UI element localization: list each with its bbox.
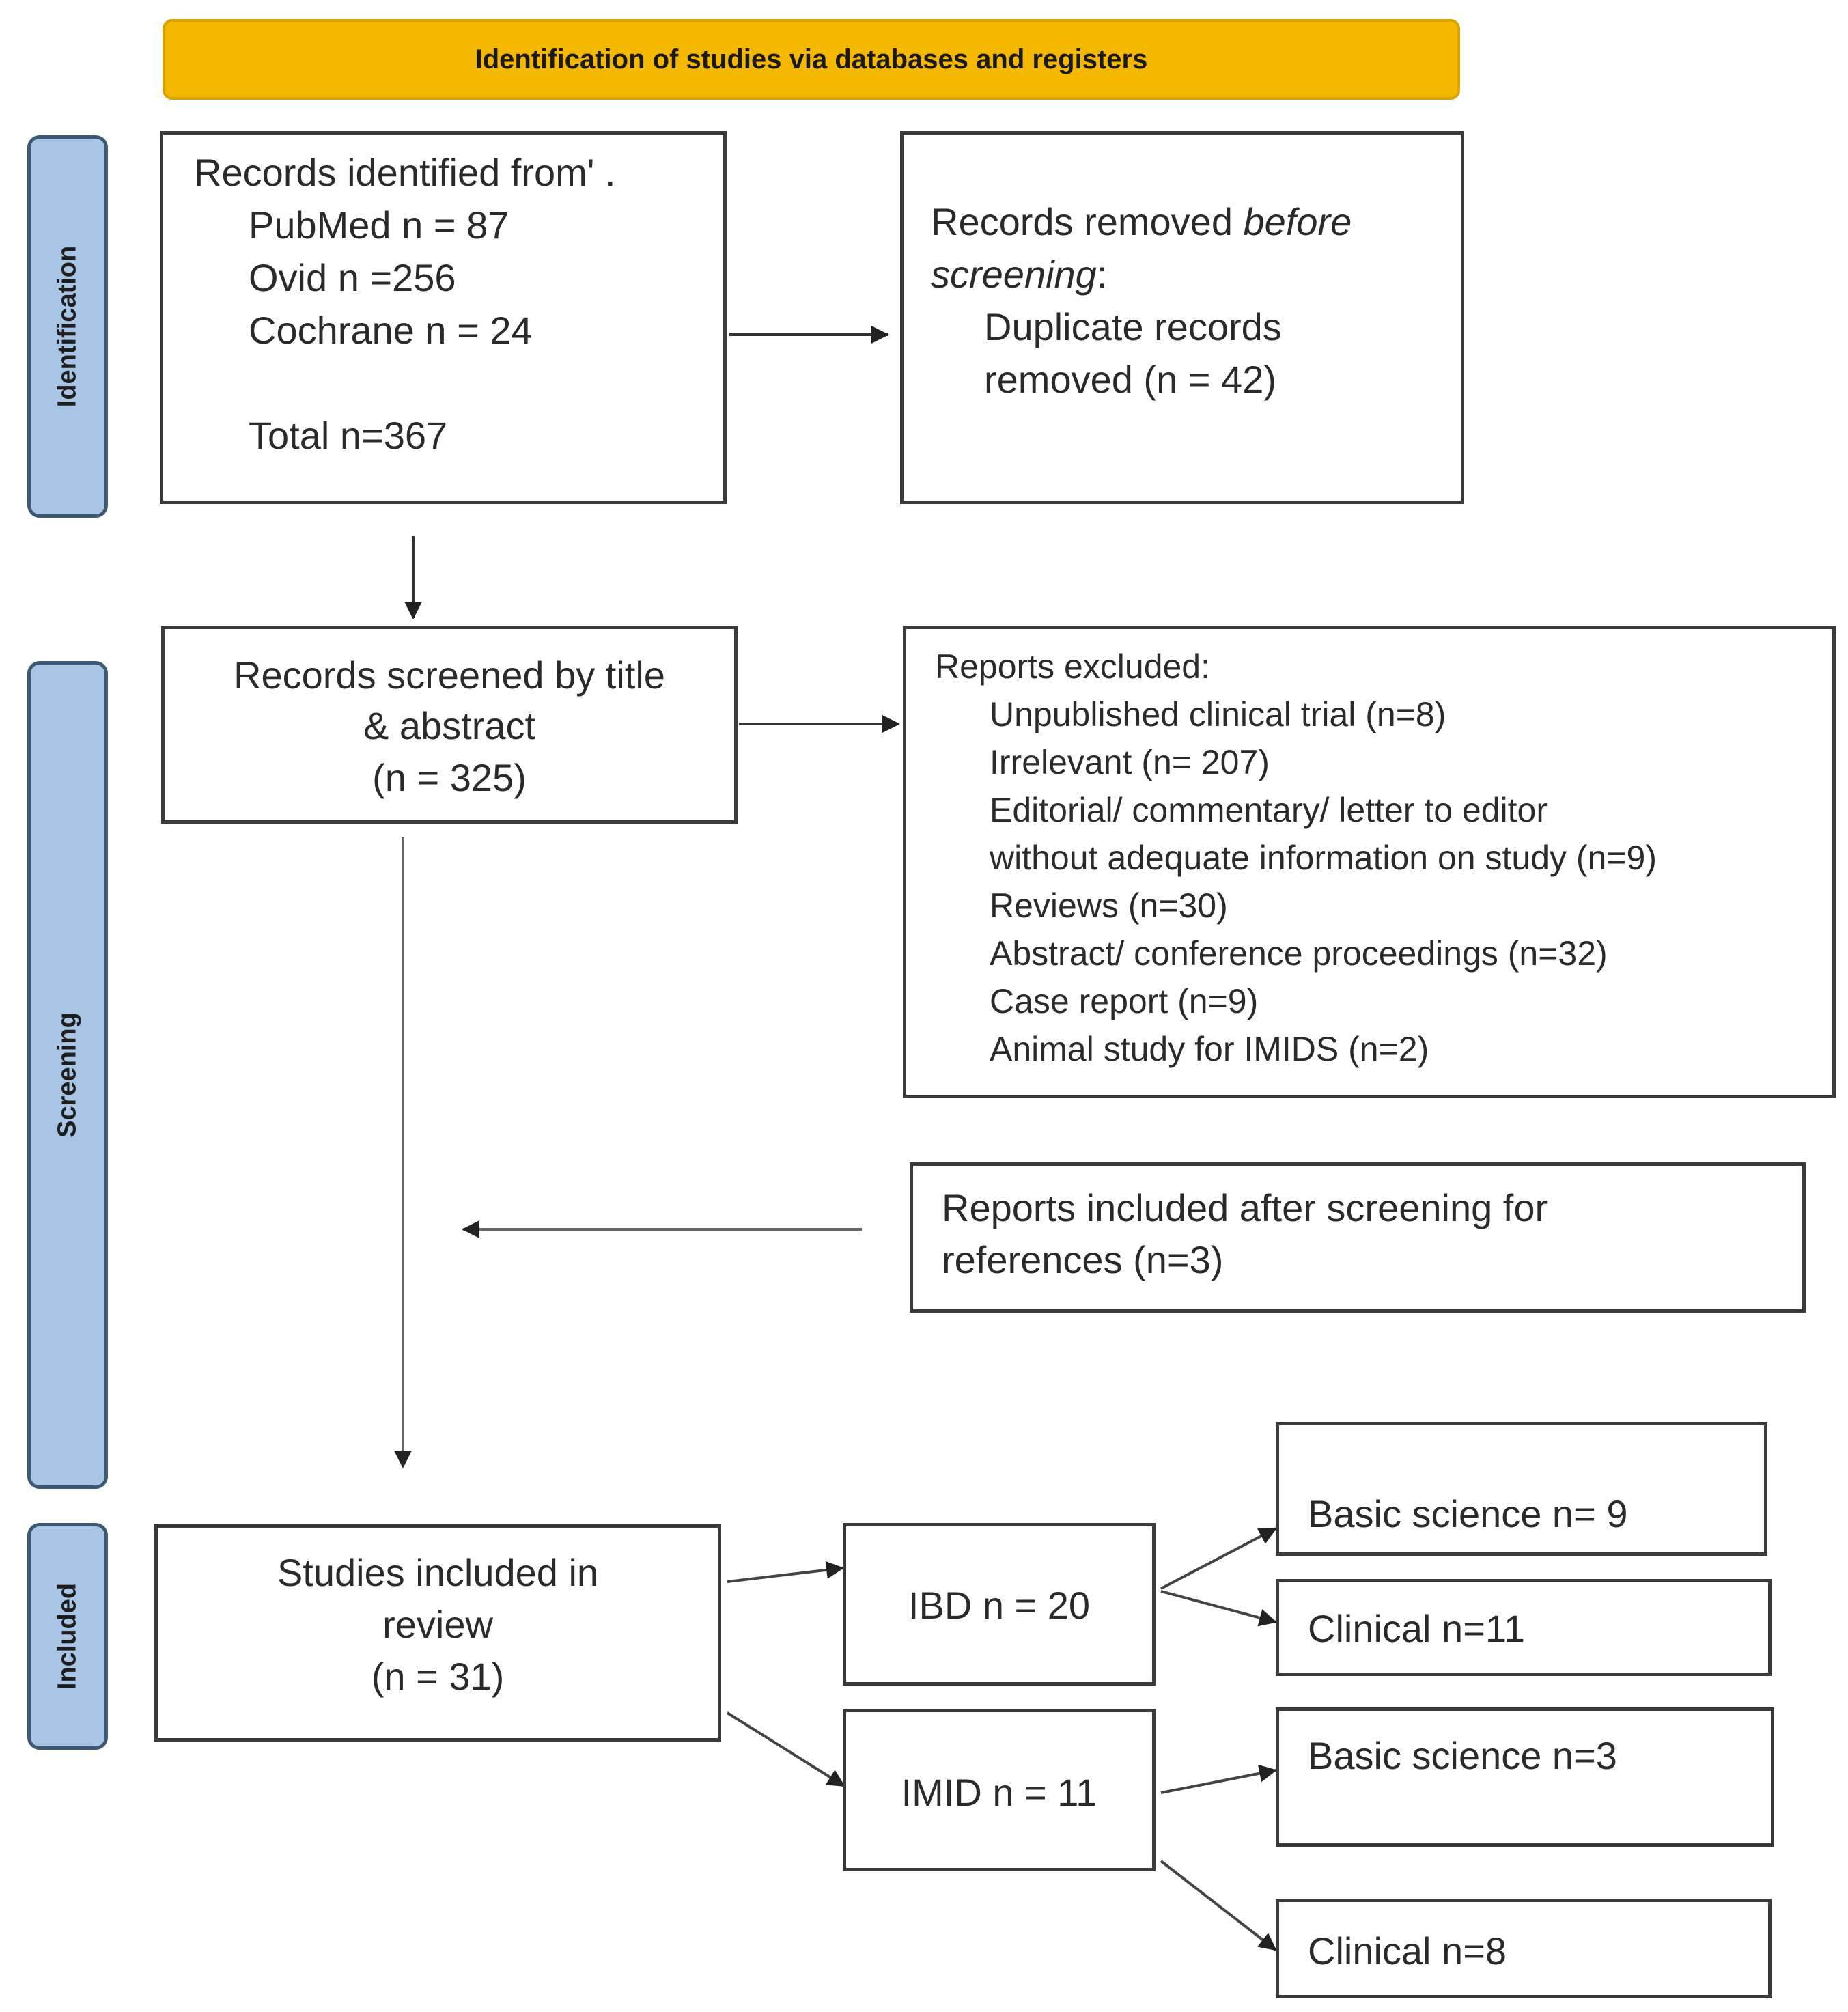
records-screened-count: (n = 325): [372, 756, 527, 799]
ibd-clinical-count: Clinical n=11: [1308, 1607, 1526, 1650]
excluded-item: Unpublished clinical trial (n=8): [990, 695, 1446, 733]
records-ovid: Ovid n =256: [249, 256, 456, 299]
phase-included: Included: [27, 1523, 108, 1750]
phase-included-label: Included: [53, 1582, 82, 1690]
records-total: Total n=367: [249, 414, 448, 457]
excluded-item: Abstract/ conference proceedings (n=32): [990, 934, 1608, 973]
ibd-box: IBD n = 20: [843, 1523, 1156, 1686]
reports-references-line1: Reports included after screening for: [942, 1186, 1548, 1229]
excluded-item: Animal study for IMIDS (n=2): [990, 1030, 1429, 1068]
records-pubmed: PubMed n = 87: [249, 204, 509, 247]
reports-references-box: Reports included after screening for ref…: [910, 1162, 1806, 1313]
excluded-item: Irrelevant (n= 207): [990, 743, 1270, 781]
arrow-ibd-to-clinical: [1160, 1590, 1277, 1627]
records-cochrane: Cochrane n = 24: [249, 309, 533, 352]
records-identified-box: Records identified from' . PubMed n = 87…: [160, 131, 727, 504]
arrow-ibd-to-basic: [1160, 1527, 1277, 1590]
arrow-imid-to-clinical: [1160, 1860, 1277, 1951]
studies-included-line2: review: [382, 1603, 493, 1646]
arrow-imid-to-basic: [1160, 1764, 1277, 1794]
phase-screening: Screening: [27, 661, 108, 1489]
records-identified-title: Records identified from' .: [194, 151, 616, 194]
ibd-basic-science-box: Basic science n= 9: [1276, 1422, 1767, 1556]
phase-identification: Identification: [27, 135, 108, 518]
ibd-clinical-box: Clinical n=11: [1276, 1579, 1772, 1676]
excluded-item: without adequate information on study (n…: [990, 839, 1657, 877]
studies-included-count: (n = 31): [371, 1655, 505, 1698]
studies-included-box: Studies included in review (n = 31): [154, 1524, 721, 1742]
excluded-item: Reviews (n=30): [990, 886, 1228, 925]
duplicate-records-line: Duplicate records: [984, 305, 1282, 348]
imid-basic-science-box: Basic science n=3: [1276, 1707, 1774, 1847]
records-removed-line2: screening:: [931, 253, 1108, 296]
ibd-basic-science-count: Basic science n= 9: [1308, 1492, 1628, 1535]
records-screened-line2: & abstract: [363, 704, 536, 747]
arrow-included-to-ibd: [727, 1561, 844, 1583]
phase-identification-label: Identification: [53, 245, 82, 408]
imid-box: IMID n = 11: [843, 1709, 1156, 1871]
reports-references-line2: references (n=3): [942, 1238, 1224, 1281]
imid-clinical-box: Clinical n=8: [1276, 1899, 1772, 1998]
reports-excluded-box: Reports excluded: Unpublished clinical t…: [903, 626, 1836, 1098]
imid-basic-science-count: Basic science n=3: [1308, 1734, 1617, 1777]
studies-included-line1: Studies included in: [277, 1551, 599, 1594]
arrow-included-to-imid: [726, 1711, 845, 1787]
reports-excluded-title: Reports excluded:: [935, 647, 1211, 686]
records-screened-box: Records screened by title & abstract (n …: [161, 626, 738, 824]
excluded-item: Case report (n=9): [990, 982, 1259, 1020]
records-removed-line1: Records removed before: [931, 200, 1352, 243]
imid-clinical-count: Clinical n=8: [1308, 1929, 1507, 1972]
phase-screening-label: Screening: [53, 1012, 82, 1138]
imid-count: IMID n = 11: [901, 1771, 1097, 1814]
excluded-item: Editorial/ commentary/ letter to editor: [990, 791, 1548, 829]
duplicate-removed-count: removed (n = 42): [984, 358, 1276, 401]
ibd-count: IBD n = 20: [908, 1584, 1091, 1627]
identification-header: Identification of studies via databases …: [163, 19, 1460, 100]
records-removed-box: Records removed before screening: Duplic…: [900, 131, 1464, 504]
records-screened-line1: Records screened by title: [234, 654, 665, 697]
